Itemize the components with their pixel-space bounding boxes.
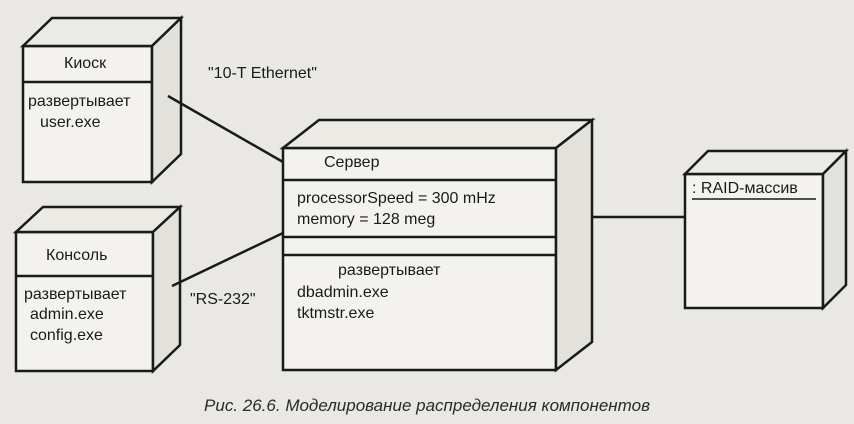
kiosk-deploys-label: развертывает xyxy=(28,93,131,110)
console-deploys-label: развертывает xyxy=(24,286,127,303)
server-deploys-label: развертывает xyxy=(338,262,441,279)
ethernet-link-label: "10-T Ethernet" xyxy=(208,65,317,82)
server-node xyxy=(279,117,596,373)
console-server-link xyxy=(171,231,284,288)
console-artifact-config: config.exe xyxy=(30,327,103,344)
rs232-link-label: "RS-232" xyxy=(190,291,256,308)
console-name: Консоль xyxy=(46,247,108,264)
server-name: Сервер xyxy=(324,154,380,171)
kiosk-name: Киоск xyxy=(64,55,107,72)
server-attr-processor: processorSpeed = 300 mHz xyxy=(297,190,496,207)
raid-node xyxy=(681,147,850,312)
server-artifact-tktmstr: tktmstr.exe xyxy=(297,305,375,322)
console-node xyxy=(12,204,184,374)
kiosk-node xyxy=(19,15,185,185)
server-attr-memory: memory = 128 meg xyxy=(297,211,436,228)
raid-name: : RAID-массив xyxy=(692,180,798,197)
kiosk-artifact: user.exe xyxy=(40,114,101,131)
console-artifact-admin: admin.exe xyxy=(30,306,104,323)
server-artifact-dbadmin: dbadmin.exe xyxy=(297,284,389,301)
figure-caption: Рис. 26.6. Моделирование распределения к… xyxy=(204,396,650,415)
kiosk-server-link xyxy=(167,94,284,164)
